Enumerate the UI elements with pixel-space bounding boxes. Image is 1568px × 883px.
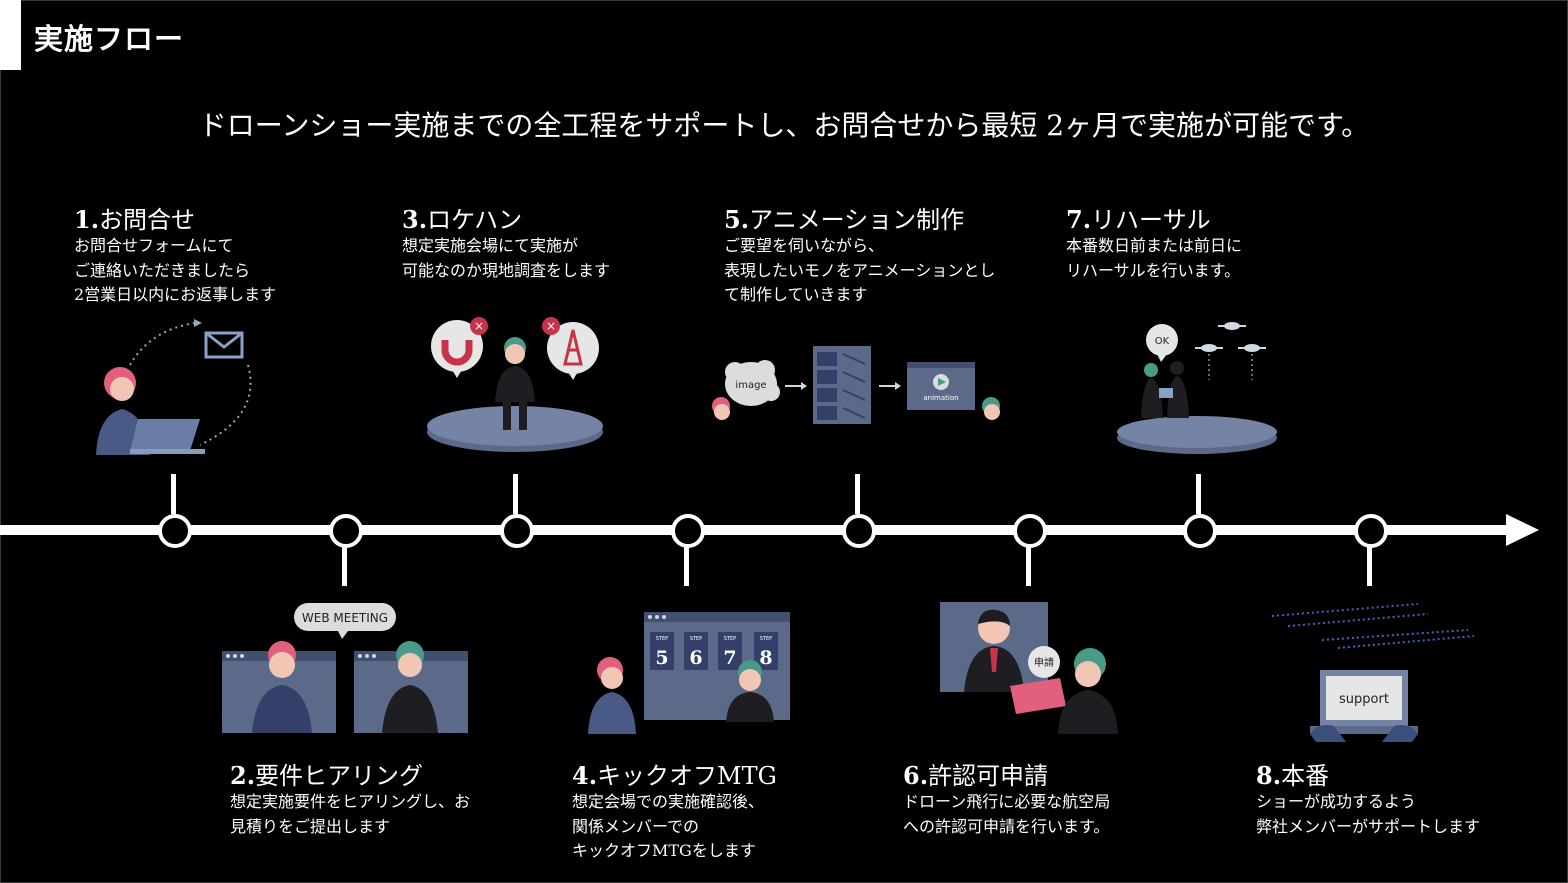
timeline-tick-8 [1367,546,1372,586]
title-accent-bar [0,0,21,70]
step-3-desc: 想定実施会場にて実施が 可能なのか現地調査をします [402,236,611,280]
step-4-desc: 想定会場での実施確認後、 関係メンバーでの キックオフMTGをします [572,792,765,860]
timeline-tick-3 [513,474,518,514]
timeline-node-7 [1183,514,1217,548]
tower-icon [563,329,583,366]
kickoff-step-7: STEP 7 [718,632,742,670]
animation-illustration: image animation [712,346,1000,424]
kickoff-illustration: STEP 5 STEP 6 STEP 7 STEP 8 [588,612,790,734]
timeline-tick-2 [342,546,347,586]
step-7-desc: 本番数日前または前日に リハーサルを行います。 [1066,236,1243,280]
animation-label: animation [923,394,958,402]
drone-icon [1238,344,1266,380]
page-title: 実施フロー [34,22,185,56]
image-bubble-label: image [735,380,766,391]
web-meeting-illustration: WEB MEETING [222,603,468,733]
support-label: support [1339,692,1389,707]
step-5-desc: ご要望を伺いながら、 表現したいモノをアニメーションとし て制作していきます [724,236,996,304]
timeline-node-3 [500,514,534,548]
timeline-node-6 [1013,514,1047,548]
timeline-tick-1 [171,474,176,514]
step-4-title: 4.キックオフMTG [572,761,777,790]
timeline-node-2 [329,514,363,548]
svg-text:STEP: STEP [760,636,772,642]
svg-text:×: × [474,319,484,333]
svg-text:STEP: STEP [724,636,736,642]
step-5-title: 5.アニメーション制作 [724,205,965,234]
inquiry-illustration [96,319,252,455]
timeline-tick-6 [1026,546,1031,586]
step-1-title: 1.お問合せ [74,205,196,234]
step-6-title: 6.許認可申請 [903,761,1049,790]
timeline-node-5 [842,514,876,548]
permit-illustration: 申請 [940,602,1118,734]
svg-text:8: 8 [759,647,772,669]
step-3-title: 3.ロケハン [402,205,523,234]
step-6-desc: ドローン飛行に必要な航空局 への許認可申請を行います。 [903,792,1111,836]
drone-light-show [1271,603,1475,649]
magnet-icon [441,340,473,366]
web-meeting-label: WEB MEETING [302,611,388,625]
step-8-title: 8.本番 [1256,761,1330,790]
timeline-tick-7 [1196,474,1201,514]
svg-text:5: 5 [655,647,668,669]
page-subtitle: ドローンショー実施までの全工程をサポートし、お問合せから最短 2ヶ月で実施が可能… [198,109,1370,142]
svg-text:STEP: STEP [656,636,668,642]
step-8-desc: ショーが成功するよう 弊社メンバーがサポートします [1256,792,1481,836]
svg-text:6: 6 [689,647,702,669]
step-1-desc: お問合せフォームにて ご連絡いただきましたら 2営業日以内にお返事します [74,236,277,304]
kickoff-step-6: STEP 6 [684,632,708,670]
support-illustration: support [1271,603,1475,742]
document-icon [1010,678,1066,714]
drone-icon [1218,322,1246,330]
svg-text:×: × [546,319,556,333]
rehearsal-illustration: OK [1117,322,1277,454]
timeline-tick-4 [684,546,689,586]
timeline-node-8 [1354,514,1388,548]
timeline-tick-5 [855,474,860,514]
timeline-line [0,525,1512,535]
step-2-desc: 想定実施要件をヒアリングし、お 見積りをご提出します [230,792,471,836]
timeline-node-1 [158,514,192,548]
ok-bubble-label: OK [1155,336,1170,347]
timeline-arrow-icon [1506,514,1539,546]
svg-text:STEP: STEP [690,636,702,642]
location-scouting-illustration: × × [427,317,603,452]
permit-bubble-label: 申請 [1034,656,1054,669]
svg-text:7: 7 [723,647,736,669]
timeline-node-4 [671,514,705,548]
step-7-title: 7.リハーサル [1066,205,1211,234]
storyboard-icon [813,346,871,424]
kickoff-step-5: STEP 5 [650,632,674,670]
envelope-icon [204,331,244,359]
drone-icon [1195,344,1223,380]
step-2-title: 2.要件ヒアリング [230,761,424,790]
